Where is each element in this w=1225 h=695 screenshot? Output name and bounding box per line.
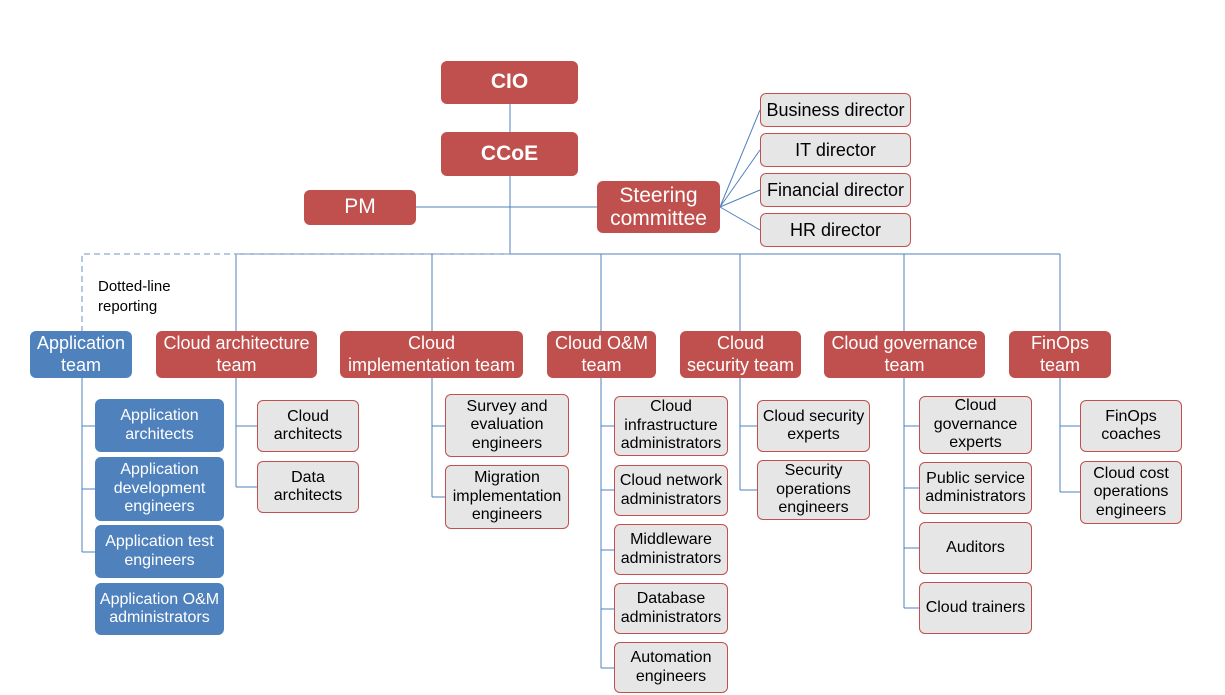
team-label: Cloud governance team (831, 332, 978, 375)
member-box: Auditors (919, 522, 1032, 574)
director-box: HR director (760, 213, 911, 247)
team-box-cloud-om: Cloud O&M team (547, 331, 656, 378)
member-box: Application O&M administrators (95, 583, 224, 635)
member-label: Middleware administrators (620, 531, 722, 567)
member-label: Automation engineers (630, 649, 712, 685)
member-box: Middleware administrators (614, 524, 728, 575)
team-box-application: Application team (30, 331, 132, 378)
member-label: Auditors (946, 538, 1005, 556)
director-box: IT director (760, 133, 911, 167)
team-label: Cloud architecture team (163, 332, 310, 375)
team-label: FinOps team (1030, 332, 1090, 375)
member-label: Cloud infrastructure administrators (620, 398, 722, 453)
member-label: Data architects (273, 468, 343, 504)
member-label: Application test engineers (105, 533, 214, 569)
team-box-finops: FinOps team (1009, 331, 1111, 378)
member-box: Cloud cost operations engineers (1080, 461, 1182, 524)
steering-committee-label: Steering committee (610, 183, 707, 230)
director-box: Business director (760, 93, 911, 127)
ccoe-box: CCoE (441, 132, 578, 176)
member-label: Cloud network administrators (619, 472, 723, 508)
member-box: Public service administrators (919, 462, 1032, 514)
member-label: Cloud trainers (925, 598, 1026, 616)
director-label: Business director (766, 99, 905, 120)
team-box-cloud-security: Cloud security team (680, 331, 801, 378)
member-label: Application development engineers (113, 461, 206, 516)
member-label: FinOps coaches (1101, 407, 1161, 443)
pm-label: PM (344, 195, 376, 219)
ccoe-label: CCoE (480, 141, 539, 165)
member-box: Cloud architects (257, 400, 359, 452)
member-box: Database administrators (614, 583, 728, 634)
member-box: Survey and evaluation engineers (445, 394, 569, 457)
director-label: IT director (795, 139, 876, 160)
member-label: Cloud cost operations engineers (1093, 464, 1169, 519)
member-box: Security operations engineers (757, 460, 870, 520)
team-label: Application team (36, 332, 126, 375)
team-box-cloud-governance: Cloud governance team (824, 331, 985, 378)
cio-box: CIO (441, 61, 578, 104)
member-box: Cloud network administrators (614, 465, 728, 516)
member-box: Cloud security experts (757, 400, 870, 452)
member-box: Cloud infrastructure administrators (614, 396, 728, 456)
member-label: Survey and evaluation engineers (466, 397, 548, 452)
team-label: Cloud implementation team (347, 332, 516, 375)
member-label: Cloud governance experts (933, 397, 1018, 452)
director-label: HR director (789, 219, 882, 240)
member-box: Application architects (95, 399, 224, 452)
member-box: FinOps coaches (1080, 400, 1182, 452)
member-box: Migration implementation engineers (445, 465, 569, 529)
member-box: Application development engineers (95, 457, 224, 521)
steering-committee-box: Steering committee (597, 181, 720, 233)
member-label: Application O&M administrators (99, 590, 220, 626)
dotted-line-note: Dotted-line reporting (98, 278, 171, 315)
member-box: Data architects (257, 461, 359, 513)
member-label: Application architects (120, 407, 199, 443)
member-label: Cloud architects (273, 407, 343, 443)
member-label: Cloud security experts (762, 407, 865, 443)
member-label: Migration implementation engineers (452, 469, 562, 524)
member-label: Security operations engineers (776, 462, 851, 517)
team-label: Cloud security team (686, 332, 795, 375)
team-box-cloud-implementation: Cloud implementation team (340, 331, 523, 378)
director-label: Financial director (766, 179, 905, 200)
cio-label: CIO (490, 70, 529, 94)
member-box: Automation engineers (614, 642, 728, 693)
director-box: Financial director (760, 173, 911, 207)
member-box: Cloud trainers (919, 582, 1032, 634)
team-box-cloud-architecture: Cloud architecture team (156, 331, 317, 378)
member-label: Database administrators (620, 590, 722, 626)
pm-box: PM (304, 190, 416, 225)
member-label: Public service administrators (925, 469, 1026, 505)
team-label: Cloud O&M team (554, 332, 649, 375)
member-box: Application test engineers (95, 525, 224, 578)
member-box: Cloud governance experts (919, 396, 1032, 454)
